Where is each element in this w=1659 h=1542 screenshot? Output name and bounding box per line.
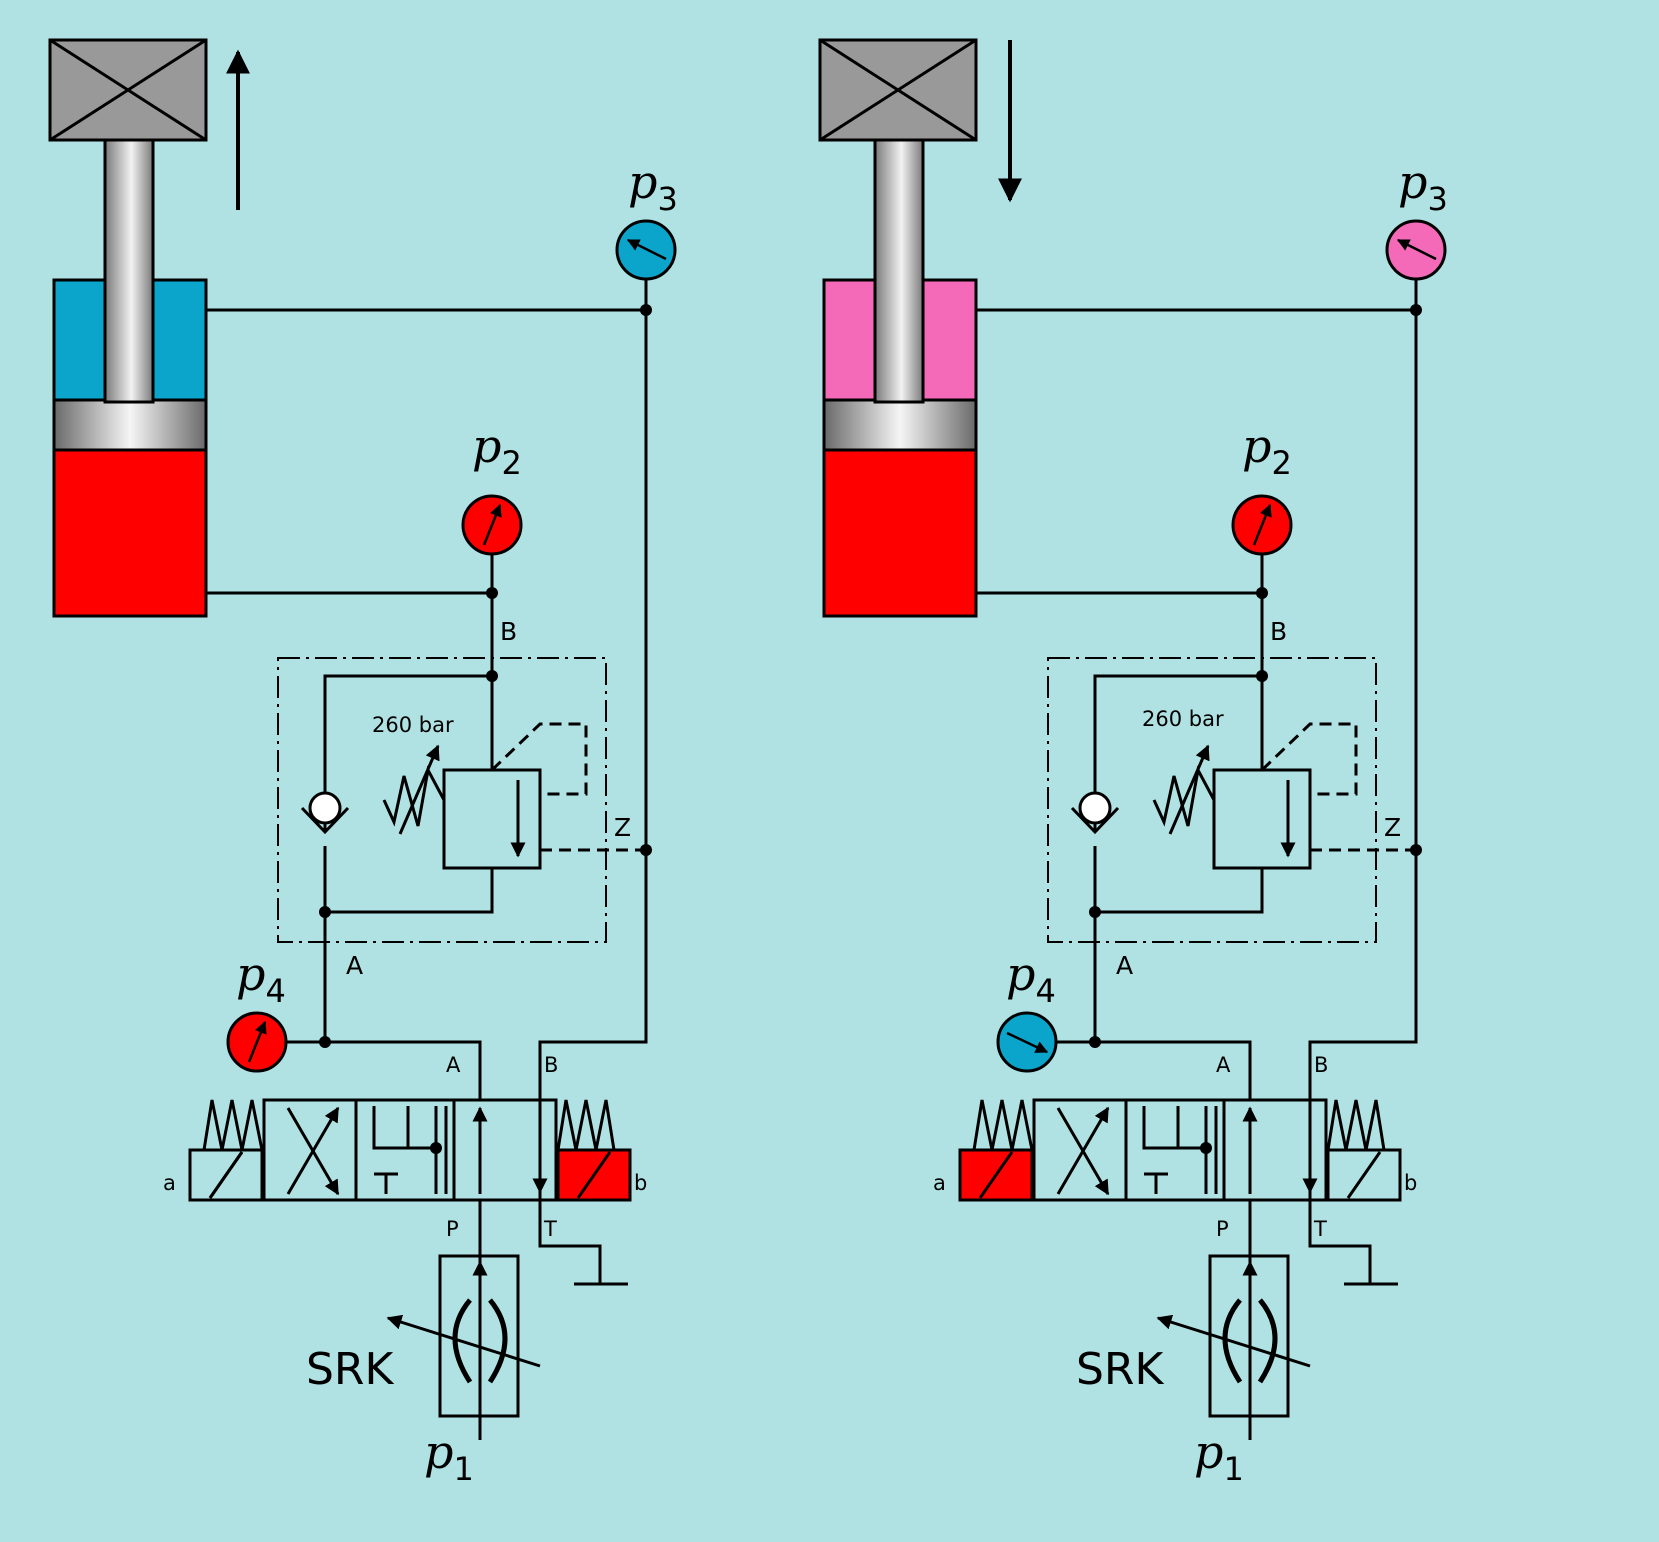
- solenoid-b-label: b: [1404, 1171, 1417, 1195]
- gauge-p3-label: p3: [628, 155, 678, 218]
- gauge-p1-label: p1: [424, 1425, 474, 1488]
- valve-port-a-label: A: [1216, 1053, 1231, 1077]
- gauge-p2: [461, 494, 523, 556]
- port-a-label: A: [1116, 951, 1133, 980]
- gauge-p2-label: p2: [1242, 419, 1292, 482]
- solenoid-a-label: a: [163, 1171, 176, 1195]
- relief-setting-label: 260 bar: [372, 713, 454, 737]
- relief-setting-label: 260 bar: [1142, 707, 1224, 731]
- rod-chamber: [54, 280, 105, 400]
- port-a-label: A: [346, 951, 363, 980]
- solenoid-a: [188, 1148, 264, 1202]
- circuit-left: p3 p2 p4 p1 260 bar B Z A A B P T a b SR…: [50, 40, 678, 1488]
- gauge-p4-label: p4: [1006, 947, 1056, 1010]
- valve-port-p-label: P: [1216, 1217, 1229, 1241]
- throttle-label: SRK: [306, 1344, 395, 1395]
- valve-port-t-label: T: [543, 1217, 557, 1241]
- gauge-p3-label: p3: [1398, 155, 1448, 218]
- solenoid-b-label: b: [634, 1171, 647, 1195]
- gauge-p4: [996, 1011, 1058, 1073]
- gauge-p4-label: p4: [236, 947, 286, 1010]
- valve-port-p-label: P: [446, 1217, 459, 1241]
- port-b-label: B: [1270, 617, 1287, 646]
- gauge-p1-label: p1: [1194, 1425, 1244, 1488]
- valve-port-t-label: T: [1313, 1217, 1327, 1241]
- port-z-label: Z: [1384, 813, 1401, 842]
- solenoid-a-label: a: [933, 1171, 946, 1195]
- port-z-label: Z: [614, 813, 631, 842]
- port-b-label: B: [500, 617, 517, 646]
- throttle-label: SRK: [1076, 1344, 1165, 1395]
- gauge-p3: [615, 219, 677, 281]
- valve-port-b-label: B: [1314, 1053, 1328, 1077]
- gauge-p4: [226, 1011, 288, 1073]
- valve-port-b-label: B: [544, 1053, 558, 1077]
- valve-port-a-label: A: [446, 1053, 461, 1077]
- gauge-p2-label: p2: [472, 419, 522, 482]
- circuit-right: p3 p2 p4 p1 260 bar B Z A A B P T a b SR…: [820, 40, 1448, 1488]
- gauge-p2: [1231, 494, 1293, 556]
- gauge-p3: [1385, 219, 1447, 281]
- rod-chamber: [153, 280, 206, 400]
